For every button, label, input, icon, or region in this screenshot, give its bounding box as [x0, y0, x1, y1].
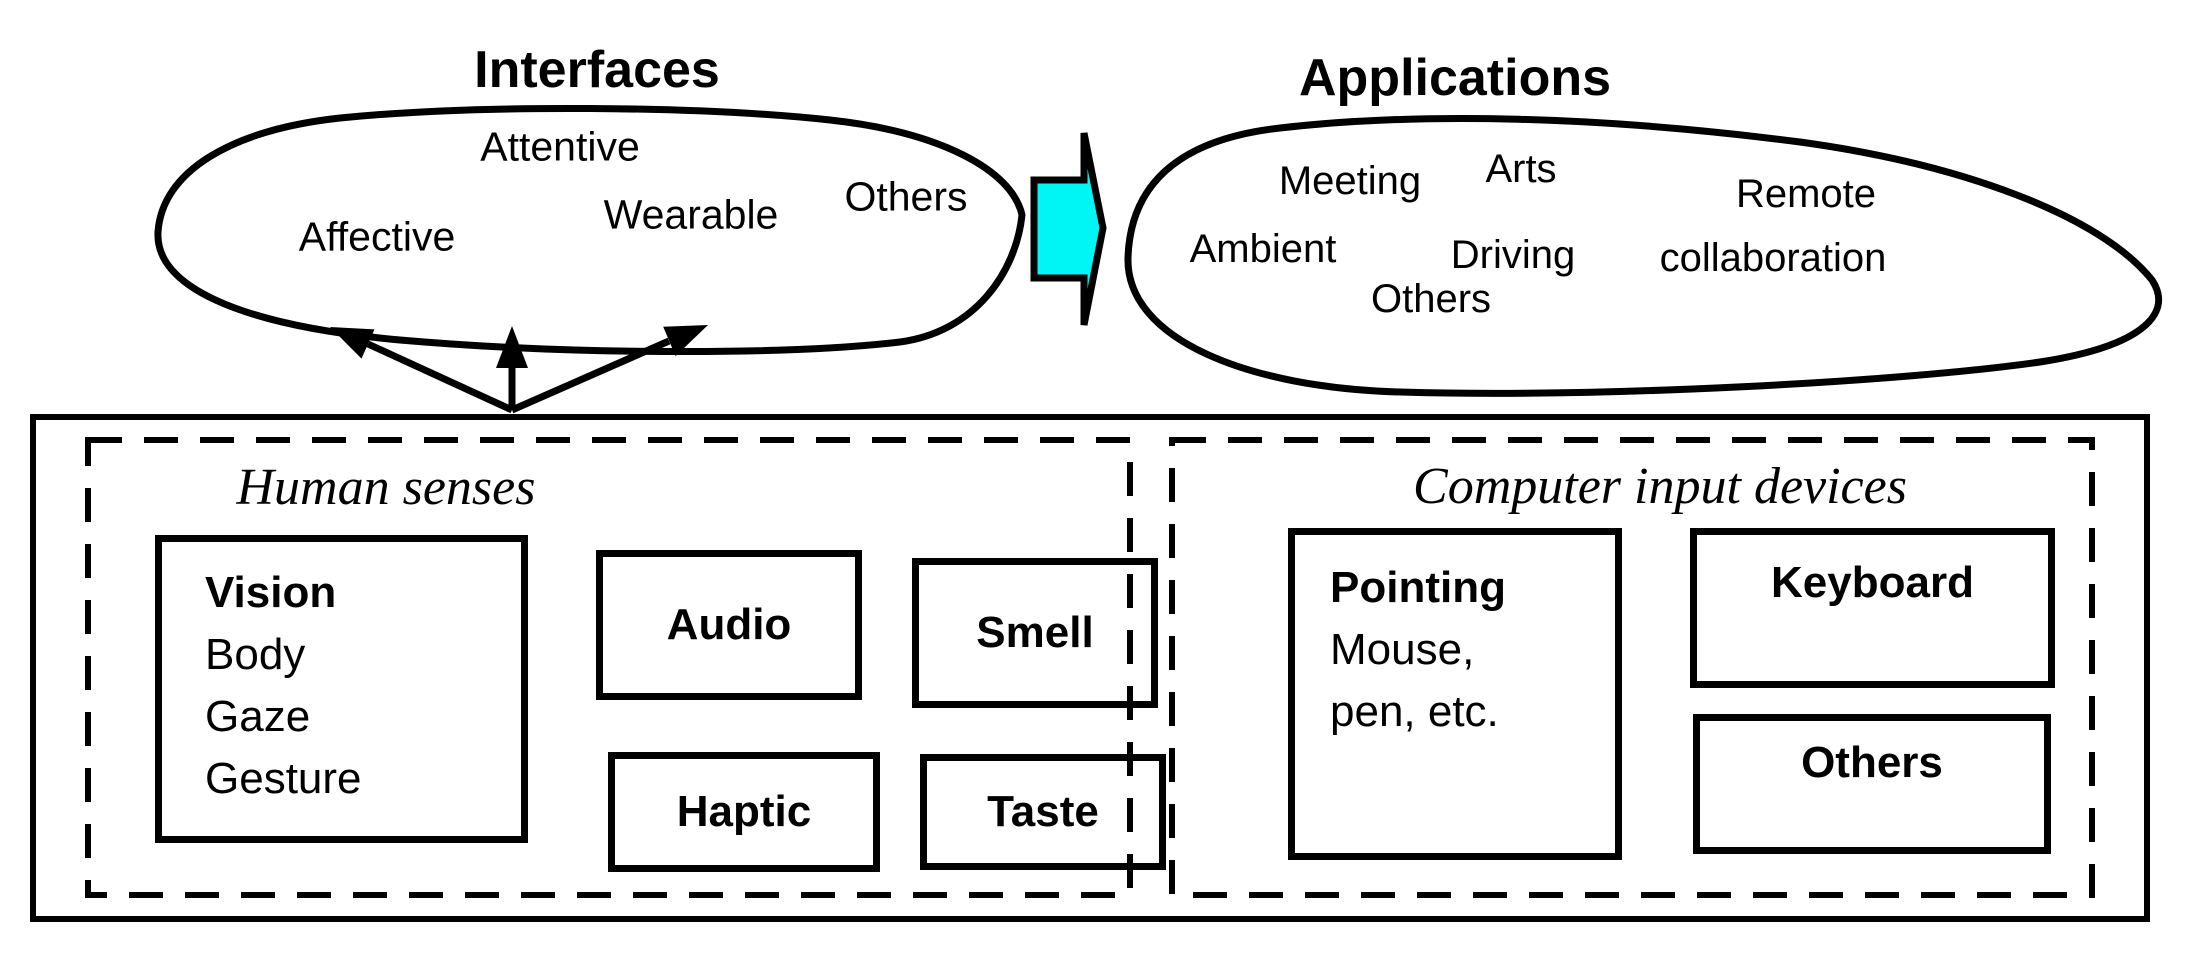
interfaces-item-wearable: Wearable: [603, 191, 779, 238]
others-devices-box-label: Others: [1801, 738, 1943, 787]
taste-box: Taste: [920, 754, 1166, 870]
pointing-box-title: Pointing: [1330, 563, 1506, 612]
keyboard-box-label: Keyboard: [1771, 558, 1974, 607]
applications-item-ambient: Ambient: [1189, 227, 1337, 271]
audio-box: Audio: [596, 550, 862, 700]
vision-item-gaze: Gaze: [205, 692, 311, 741]
applications-item-remote: Remote: [1735, 172, 1877, 216]
connector-arrows-icon: [330, 325, 708, 414]
interfaces-item-affective: Affective: [298, 213, 456, 260]
applications-item-driving: Driving: [1450, 233, 1576, 277]
vision-item-body: Body: [205, 630, 306, 679]
smell-box-label: Smell: [976, 608, 1094, 657]
interfaces-blob-outline: [154, 104, 1026, 356]
bottom-container-box: [30, 414, 2150, 922]
applications-item-others: Others: [1370, 277, 1492, 321]
applications-item-arts: Arts: [1485, 147, 1557, 191]
interfaces-title: Interfaces: [474, 41, 720, 99]
computer-input-devices-title: Computer input devices: [1413, 458, 1907, 515]
vision-item-gesture: Gesture: [205, 754, 362, 803]
taste-box-label: Taste: [987, 787, 1099, 836]
smell-box: Smell: [912, 558, 1158, 708]
applications-blob-outline: [1124, 115, 2163, 397]
keyboard-box: Keyboard: [1690, 528, 2055, 688]
human-senses-title: Human senses: [236, 459, 536, 516]
applications-item-meeting: Meeting: [1278, 159, 1422, 203]
audio-box-label: Audio: [666, 600, 792, 649]
pointing-box: Pointing Mouse, pen, etc.: [1288, 528, 1622, 860]
haptic-box-label: Haptic: [676, 787, 812, 836]
pointing-item-mouse: Mouse,: [1330, 625, 1475, 674]
interfaces-item-others: Others: [844, 173, 968, 220]
applications-title: Applications: [1298, 49, 1612, 107]
others-devices-box: Others: [1693, 714, 2051, 854]
computer-input-devices-dashed-frame: [1169, 437, 2095, 898]
vision-box: Vision Body Gaze Gesture: [155, 535, 528, 843]
human-senses-dashed-frame: [85, 437, 1133, 898]
vision-box-title: Vision: [205, 568, 337, 617]
interfaces-item-attentive: Attentive: [480, 123, 640, 170]
applications-item-collaboration: collaboration: [1659, 236, 1887, 280]
haptic-box: Haptic: [608, 752, 880, 872]
pointing-item-pen: pen, etc.: [1330, 687, 1499, 736]
block-arrow-icon: [1030, 132, 1107, 326]
